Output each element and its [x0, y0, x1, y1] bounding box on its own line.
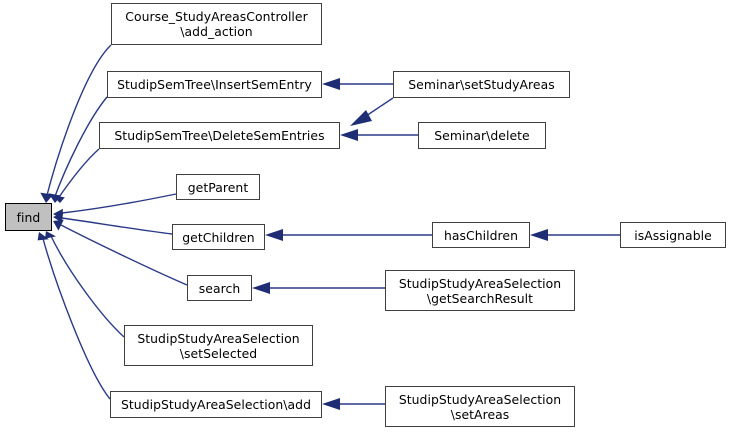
graph-node-has_children[interactable]: hasChildren [432, 222, 530, 248]
graph-edge [37, 232, 111, 400]
graph-node-label: StudipSemTree\DeleteSemEntries [114, 128, 325, 143]
graph-node-label: Course_StudyAreasController \add_action [125, 9, 308, 39]
graph-node-course_add_action[interactable]: Course_StudyAreasController \add_action [111, 3, 322, 45]
graph-node-label: Seminar\delete [434, 128, 530, 143]
graph-node-label: Seminar\setStudyAreas [408, 77, 555, 92]
graph-node-label: search [198, 280, 241, 296]
graph-edge [350, 97, 394, 126]
arrow-head-icon [340, 129, 358, 141]
graph-node-selection_add[interactable]: StudipStudyAreaSelection\add [110, 391, 322, 418]
arrow-head-icon [53, 219, 64, 231]
graph-edge [45, 231, 125, 338]
graph-node-label: getChildren [182, 229, 255, 245]
graph-node-seminar_delete[interactable]: Seminar\delete [418, 122, 546, 149]
graph-edge [265, 229, 432, 241]
graph-node-find[interactable]: find [5, 203, 52, 231]
graph-edge [340, 129, 418, 141]
graph-node-label: find [16, 209, 41, 225]
graph-edge [252, 282, 385, 294]
graph-edge [48, 96, 108, 203]
graph-node-label: hasChildren [443, 227, 518, 243]
graph-node-set_areas[interactable]: StudipStudyAreaSelection \setAreas [385, 386, 575, 427]
graph-node-label: StudipSemTree\InsertSemEntry [117, 77, 312, 92]
arrow-head-icon [530, 229, 548, 241]
graph-node-delete_sem_entries[interactable]: StudipSemTree\DeleteSemEntries [99, 122, 340, 149]
graph-node-label: getParent [187, 179, 249, 195]
graph-node-search[interactable]: search [187, 275, 252, 301]
graph-node-get_search_result[interactable]: StudipStudyAreaSelection \getSearchResul… [385, 270, 575, 311]
arrow-head-icon [350, 110, 372, 126]
graph-node-get_children[interactable]: getChildren [172, 224, 265, 250]
arrow-head-icon [265, 229, 283, 241]
graph-node-label: StudipStudyAreaSelection \setAreas [398, 391, 562, 422]
graph-edge [53, 219, 188, 286]
arrow-head-icon [48, 193, 62, 203]
graph-edge [322, 398, 385, 410]
graph-edge [52, 148, 100, 203]
arrow-head-icon [52, 195, 65, 203]
graph-node-label: isAssignable [634, 227, 712, 243]
graph-node-insert_sem_entry[interactable]: StudipSemTree\InsertSemEntry [107, 71, 322, 98]
graph-node-get_parent[interactable]: getParent [176, 174, 260, 200]
graph-node-is_assignable[interactable]: isAssignable [620, 222, 726, 248]
graph-edge [530, 229, 620, 241]
graph-node-label: StudipStudyAreaSelection \setSelected [137, 330, 300, 361]
arrow-head-icon [322, 398, 340, 410]
graph-node-label: StudipStudyAreaSelection \getSearchResul… [398, 275, 562, 306]
arrow-head-icon [37, 232, 49, 241]
arrow-head-icon [45, 231, 56, 239]
arrow-head-icon [252, 282, 270, 294]
graph-edge [322, 78, 393, 90]
arrow-head-icon [322, 78, 340, 90]
graph-node-seminar_set_study_areas[interactable]: Seminar\setStudyAreas [393, 71, 570, 98]
graph-node-label: StudipStudyAreaSelection\add [120, 397, 312, 412]
graph-node-set_selected[interactable]: StudipStudyAreaSelection \setSelected [124, 325, 313, 366]
graph-edge [53, 193, 177, 219]
